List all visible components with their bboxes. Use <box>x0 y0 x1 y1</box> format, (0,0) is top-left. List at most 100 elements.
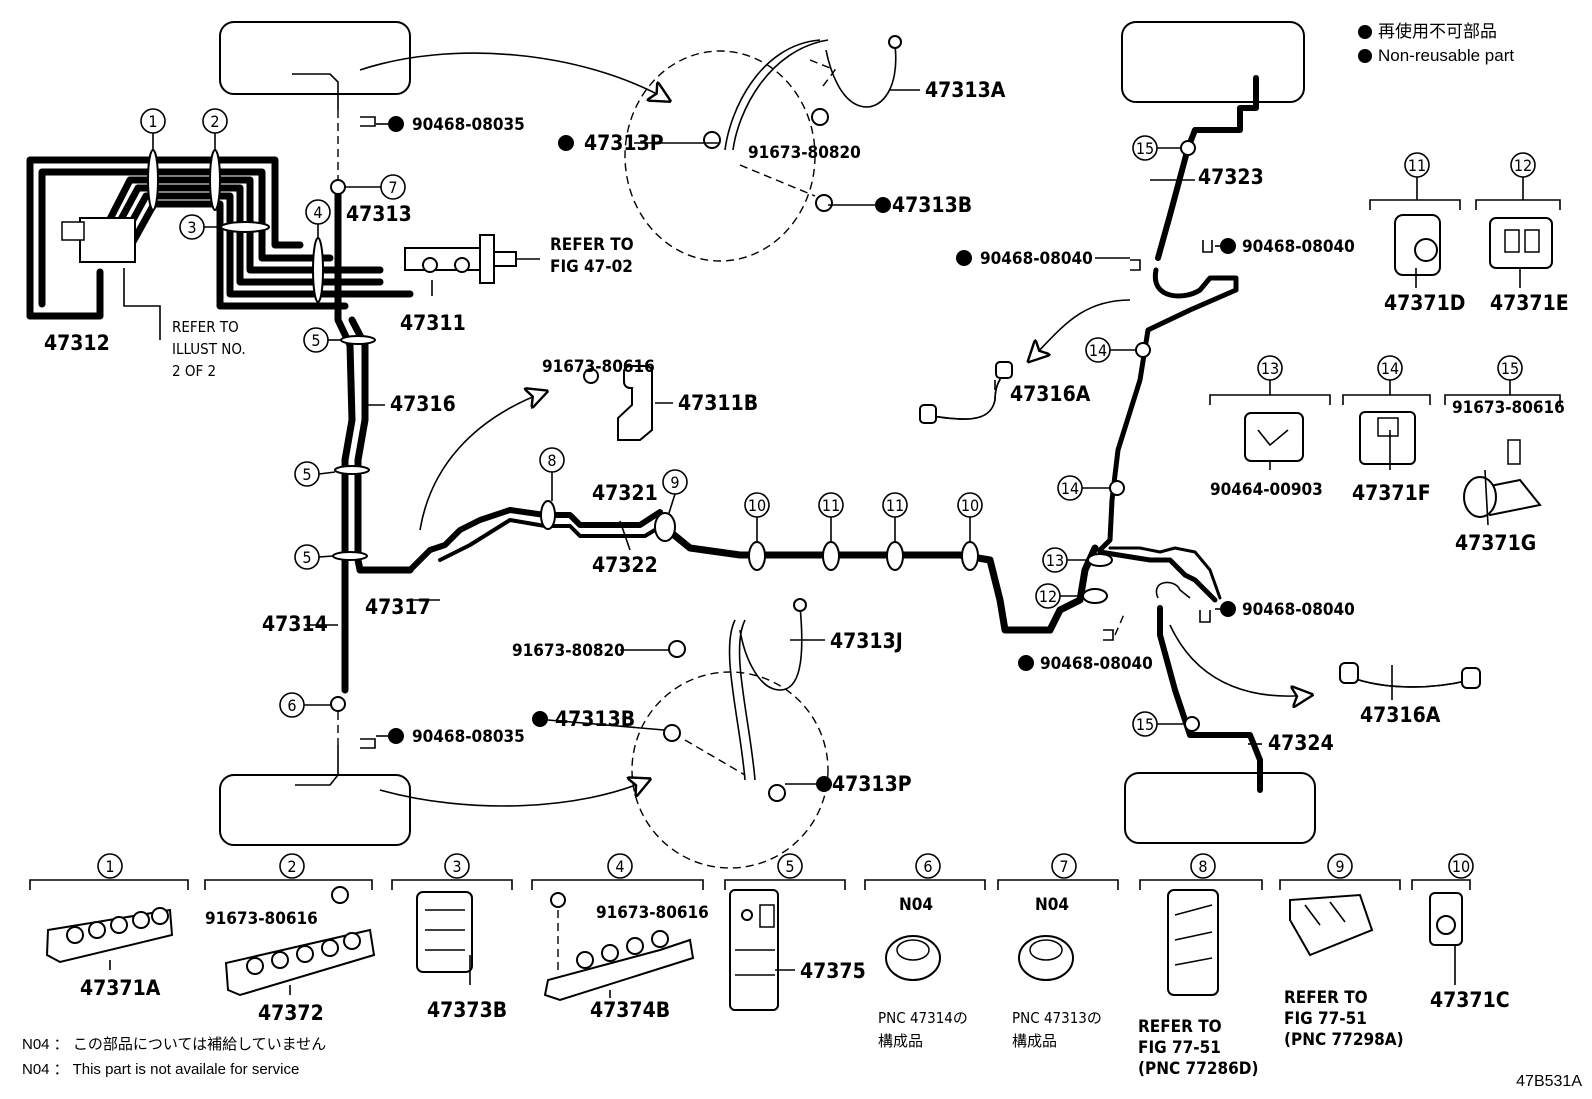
grommet-icon-pnc47314 <box>885 935 941 981</box>
label-90468-08040-d: 90468-08040 <box>1040 654 1153 674</box>
union-bolt-47313P-bottom <box>768 784 786 802</box>
bolt-91673-80820-top <box>811 108 829 126</box>
label-47323: 47323 <box>1198 165 1264 189</box>
rear-left-wheel-box <box>1121 21 1305 103</box>
callout-15a: 15 <box>1136 139 1154 158</box>
ref9-line2: FIG 77-51 <box>1284 1009 1367 1029</box>
hose-47316A-top <box>919 361 1013 424</box>
clamp-12 <box>1082 588 1108 604</box>
callout-5-hdr: 5 <box>785 857 794 876</box>
hose-47313J <box>728 619 746 781</box>
clip-icon-47371A <box>45 907 174 964</box>
tube-47323 <box>1155 75 1259 261</box>
arrow-to-47316A-top <box>1030 299 1131 360</box>
legend: 再使用不可部品 Non-reusable part <box>1358 20 1514 68</box>
callout-7-hdr: 7 <box>1059 857 1068 876</box>
label-47313P-bottom: 47313P <box>832 772 912 796</box>
callout-13a: 13 <box>1046 551 1064 570</box>
front-left-wheel-box <box>219 21 411 95</box>
clip-icon-47371G <box>1463 439 1542 518</box>
pnc6-line2: 構成品 <box>878 1032 923 1050</box>
label-91673-80616-right: 91673-80616 <box>1452 398 1565 418</box>
label-47322: 47322 <box>592 553 658 577</box>
callout-10b: 10 <box>961 496 979 515</box>
clamp-11b <box>886 541 904 571</box>
callout-12a: 12 <box>1039 587 1057 606</box>
clip-icon-ref-77298A <box>1289 893 1374 957</box>
label-47316A-bottom: 47316A <box>1360 703 1441 727</box>
n04-label-7: N04 <box>1035 895 1069 915</box>
clip-icon-47371E <box>1489 217 1553 269</box>
n04-label-6: N04 <box>899 895 933 915</box>
label-47371F: 47371F <box>1352 481 1431 505</box>
pnc7-line1: PNC 47313の <box>1012 1009 1102 1027</box>
callout-8a: 8 <box>547 451 556 470</box>
label-91673-80820-top: 91673-80820 <box>748 143 861 163</box>
clamp-3 <box>220 221 270 233</box>
label-47317: 47317 <box>365 595 431 619</box>
label-90464-00903: 90464-00903 <box>1210 480 1323 500</box>
label-90468-08040-c: 90468-08040 <box>1242 600 1355 620</box>
clamp-14b <box>1109 480 1125 496</box>
clip-icon-47373B <box>416 891 473 973</box>
hose-47313A <box>724 39 821 151</box>
clip-icon-47371C <box>1429 892 1463 946</box>
callout-11a: 11 <box>822 496 840 515</box>
callout-15-hdr: 15 <box>1501 359 1519 378</box>
callout-5b: 5 <box>302 465 311 484</box>
label-47313J: 47313J <box>830 629 903 653</box>
callout-14a: 14 <box>1089 341 1107 360</box>
clamp-4 <box>312 237 324 303</box>
tube-47324 <box>1157 605 1263 793</box>
clip-icon-47371F <box>1359 411 1416 465</box>
tube-rear-left-run <box>1097 267 1239 553</box>
clip-icon-47375 <box>729 889 779 1011</box>
callout-1-hdr: 1 <box>105 857 114 876</box>
label-47324: 47324 <box>1268 731 1334 755</box>
ref-illust-line1: REFER TO <box>172 318 239 336</box>
callout-3a: 3 <box>187 218 196 237</box>
callout-15b: 15 <box>1136 715 1154 734</box>
bolt-47313B-top <box>815 194 833 212</box>
callout-3-hdr: 3 <box>452 857 461 876</box>
grommet-icon-pnc47313 <box>1018 935 1074 981</box>
clip-icon-90464-00903 <box>1244 412 1304 462</box>
callout-14b: 14 <box>1061 479 1079 498</box>
label-47313: 47313 <box>346 202 412 226</box>
ref8-line1: REFER TO <box>1138 1017 1222 1037</box>
label-47372: 47372 <box>258 1001 324 1025</box>
clip-icon-ref-77286D <box>1167 889 1219 996</box>
front-left-hose-stub <box>292 73 339 110</box>
callout-11-hdr: 11 <box>1408 156 1426 175</box>
clamp-10b <box>961 541 979 571</box>
clip-icon-47371D <box>1394 214 1441 276</box>
master-cylinder-tee-47311 <box>404 234 540 296</box>
arrow-to-47316A-bottom <box>1169 624 1310 696</box>
callout-13-hdr: 13 <box>1261 359 1279 378</box>
callout-4a: 4 <box>313 203 322 222</box>
label-90468-08040-a: 90468-08040 <box>980 249 1093 269</box>
callout-5c: 5 <box>302 548 311 567</box>
label-47316A-top: 47316A <box>1010 382 1091 406</box>
pnc6-line1: PNC 47314の <box>878 1009 968 1027</box>
callout-4-hdr: 4 <box>615 857 624 876</box>
clip-icon-47374B <box>543 892 695 1002</box>
callout-6-hdr: 6 <box>923 857 932 876</box>
legend-text-jp: 再使用不可部品 <box>1378 22 1497 41</box>
ref-illust-line3: 2 OF 2 <box>172 362 216 380</box>
label-47311: 47311 <box>400 311 466 335</box>
footnote-en: N04 ： This part is not availale for serv… <box>22 1061 300 1078</box>
label-47371D: 47371D <box>1384 291 1465 315</box>
clip-icon-47372 <box>224 886 376 997</box>
label-47313A: 47313A <box>925 78 1006 102</box>
clamp-9 <box>654 512 676 542</box>
figure-id: 47B531A <box>1516 1073 1582 1090</box>
label-47313B-bottom: 47313B <box>555 707 635 731</box>
ref-illust-line2: ILLUST NO. <box>172 340 246 358</box>
label-47313P-top: 47313P <box>584 131 664 155</box>
label-90468-08040-b: 90468-08040 <box>1242 237 1355 257</box>
callout-12-hdr: 12 <box>1514 156 1532 175</box>
bolt-91673-80820-bottom <box>668 640 686 658</box>
label-91673-80820-bottom: 91673-80820 <box>512 641 625 661</box>
clamp-11a <box>822 541 840 571</box>
